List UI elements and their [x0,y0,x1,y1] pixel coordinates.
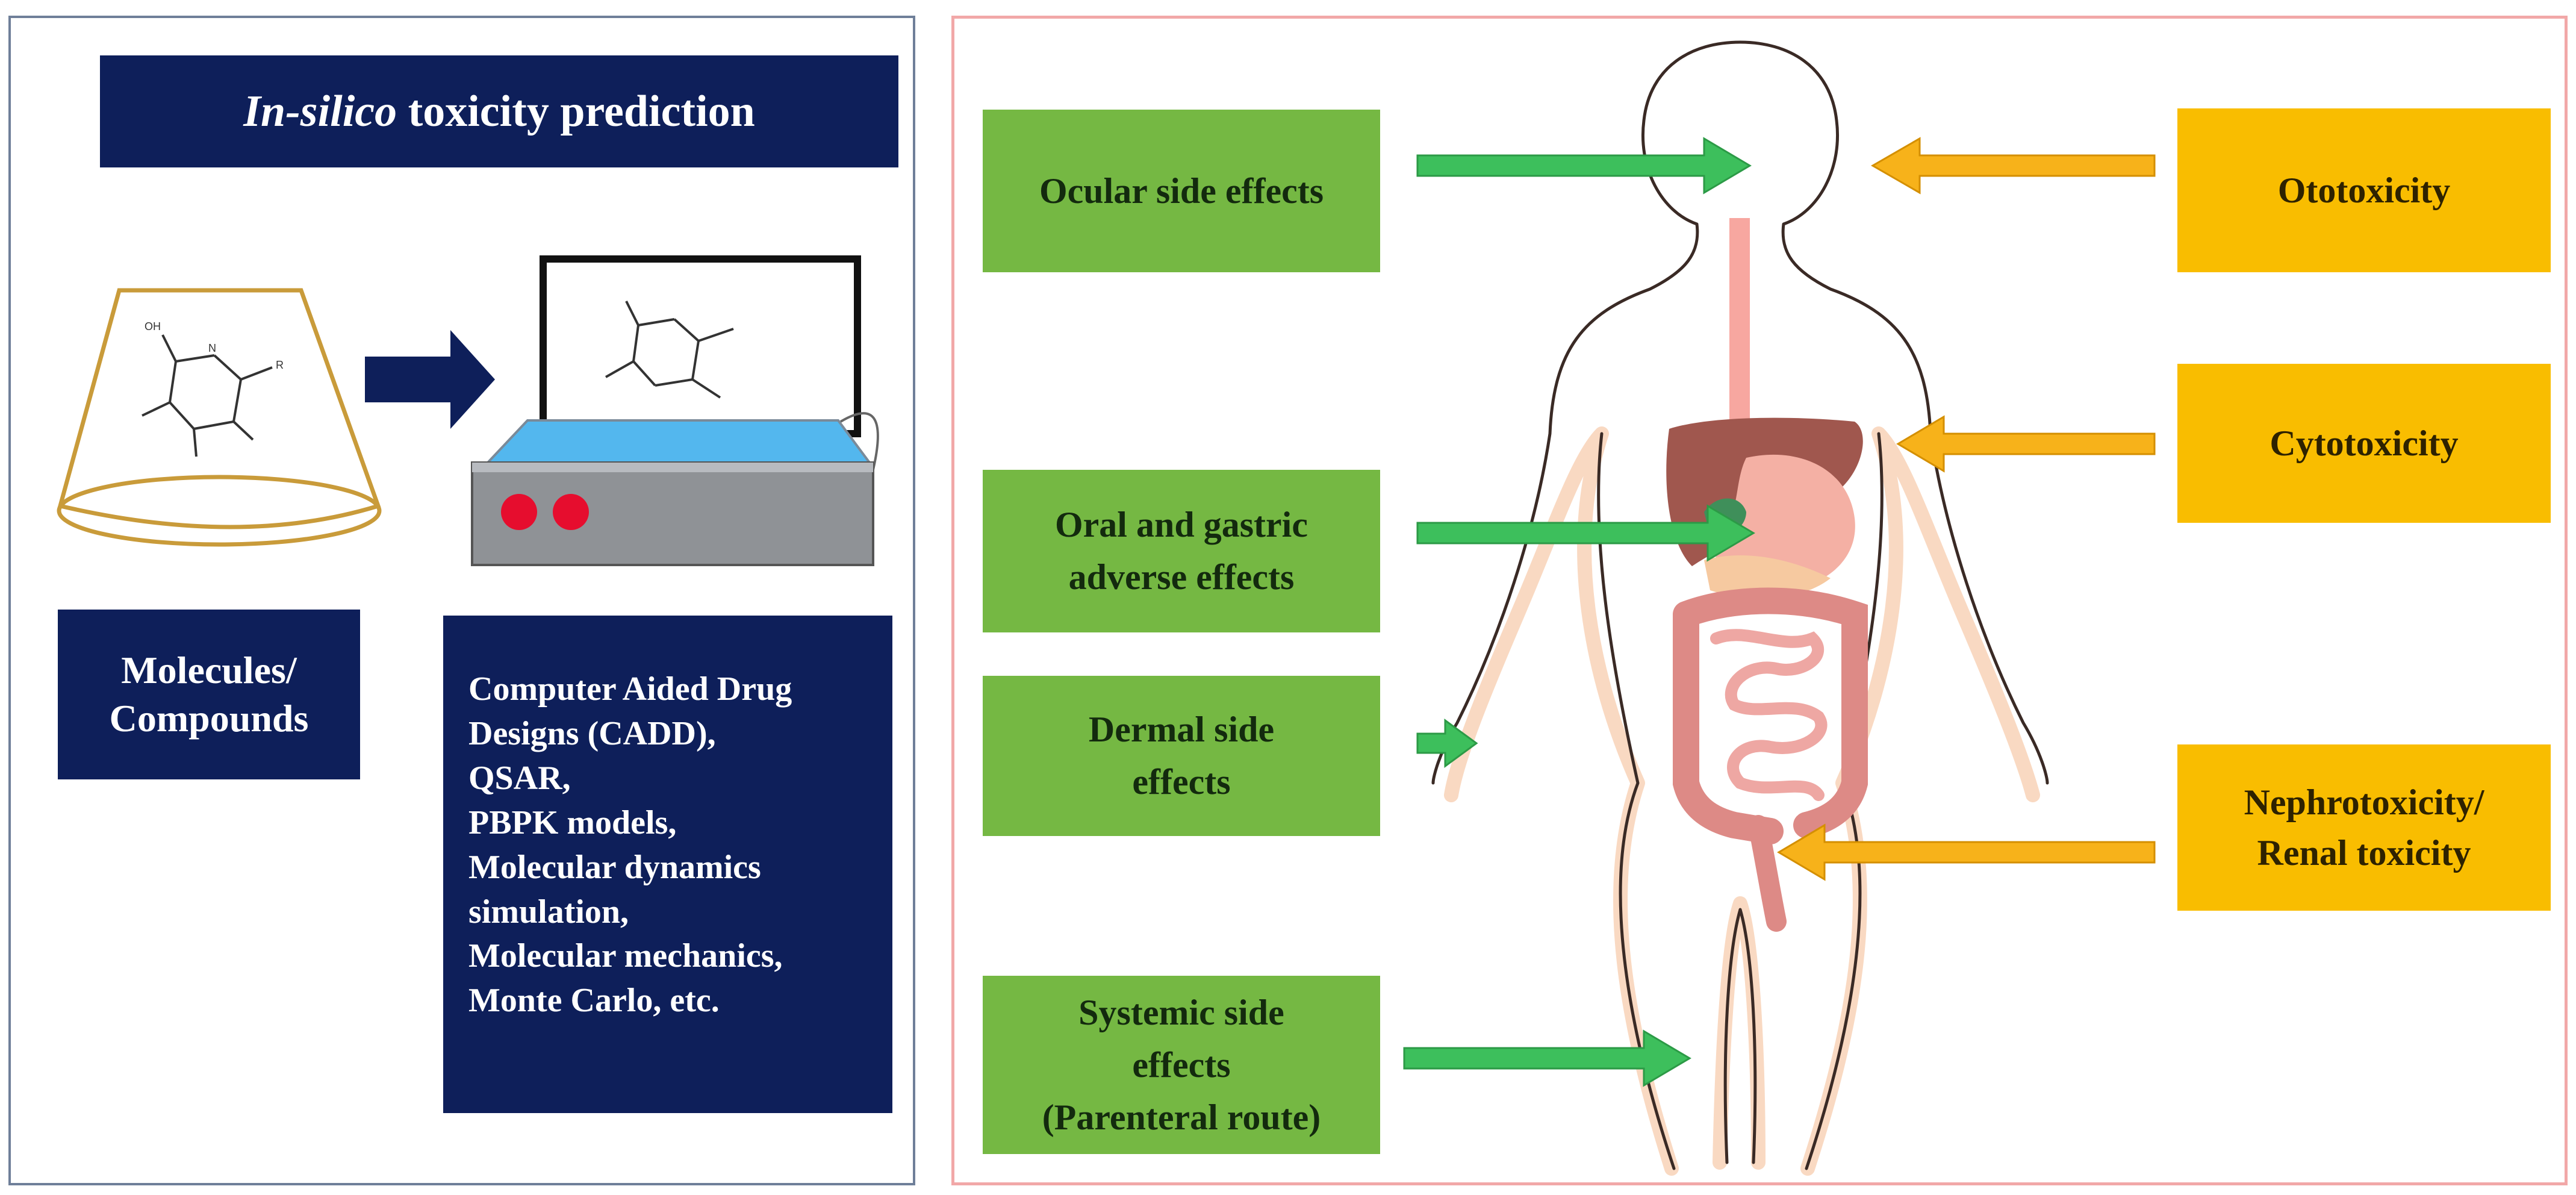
toxicity-line: Ototoxicity [2277,170,2451,210]
computer-device-icon [471,255,879,566]
ocular-arrow-icon [1416,137,1752,195]
title-rest: toxicity prediction [397,86,755,136]
method-item: simulation, [468,893,629,931]
side-effect-line: Ocular side effects [1039,170,1324,211]
molecule-atom-oh: OH [145,320,161,332]
molecules-compounds-label: Molecules/Compounds [58,610,360,779]
molecule-structure-icon [142,334,273,457]
side-effect-line: (Parenteral route) [1042,1097,1321,1137]
small-intestine-icon [1710,629,1828,801]
toxicity-line: Cytotoxicity [2270,423,2459,463]
ototoxicity-arrow-icon [1870,137,2156,195]
toxicity-line: Renal toxicity [2257,833,2471,873]
cytotoxicity-box: Cytotoxicity [2177,364,2551,523]
molecule-atom-r: R [276,359,284,371]
molecules-line: Molecules/ [121,649,297,691]
title-italic: In-silico [243,86,397,136]
method-item: Designs (CADD), [468,714,716,752]
computational-methods-list: Computer Aided Drug Designs (CADD), QSAR… [443,616,892,1113]
ocular-side-effects-box: Ocular side effects [983,110,1380,272]
molecule-atom-n: N [208,342,216,354]
method-item: Computer Aided Drug [468,670,792,708]
method-item: PBPK models, [468,803,677,841]
nephrotoxicity-arrow-icon [1777,823,2156,881]
oral-arrow-icon [1416,504,1755,562]
systemic-arrow-icon [1403,1029,1691,1087]
ototoxicity-box: Ototoxicity [2177,108,2551,272]
dermal-side-effects-box: Dermal side effects [983,676,1380,836]
side-effect-line: Oral and gastric [1055,505,1308,544]
side-effect-line: adverse effects [1068,557,1295,597]
side-effect-line: effects [1132,1044,1231,1085]
side-effect-line: Systemic side [1078,992,1284,1032]
cytotoxicity-arrow-icon [1896,415,2156,473]
toxicity-line: Nephrotoxicity/ [2244,782,2484,822]
nephrotoxicity-box: Nephrotoxicity/Renal toxicity [2177,744,2551,911]
side-effect-line: Dermal side [1088,710,1275,749]
process-arrow-icon [365,330,495,429]
pancreas-icon [1704,555,1831,599]
molecule-container-icon [57,288,382,547]
method-item: Molecular mechanics, [468,937,783,975]
compounds-line: Compounds [109,697,309,740]
oral-gastric-effects-box: Oral and gastric adverse effects [983,470,1380,632]
large-intestine-icon [1673,587,1868,844]
method-item: QSAR, [468,759,571,797]
toxicity-sites-panel [951,16,2568,1185]
systemic-side-effects-box: Systemic side effects (Parenteral route) [983,976,1380,1154]
dermal-arrow-icon [1416,719,1478,768]
rectum-icon [1748,815,1787,932]
in-silico-title: In-silico toxicity prediction [100,55,898,167]
side-effect-line: effects [1132,762,1231,802]
method-item: Monte Carlo, etc. [468,982,720,1020]
in-silico-panel [8,16,915,1185]
human-body-outline [1431,40,2049,1176]
method-item: Molecular dynamics [468,848,761,886]
